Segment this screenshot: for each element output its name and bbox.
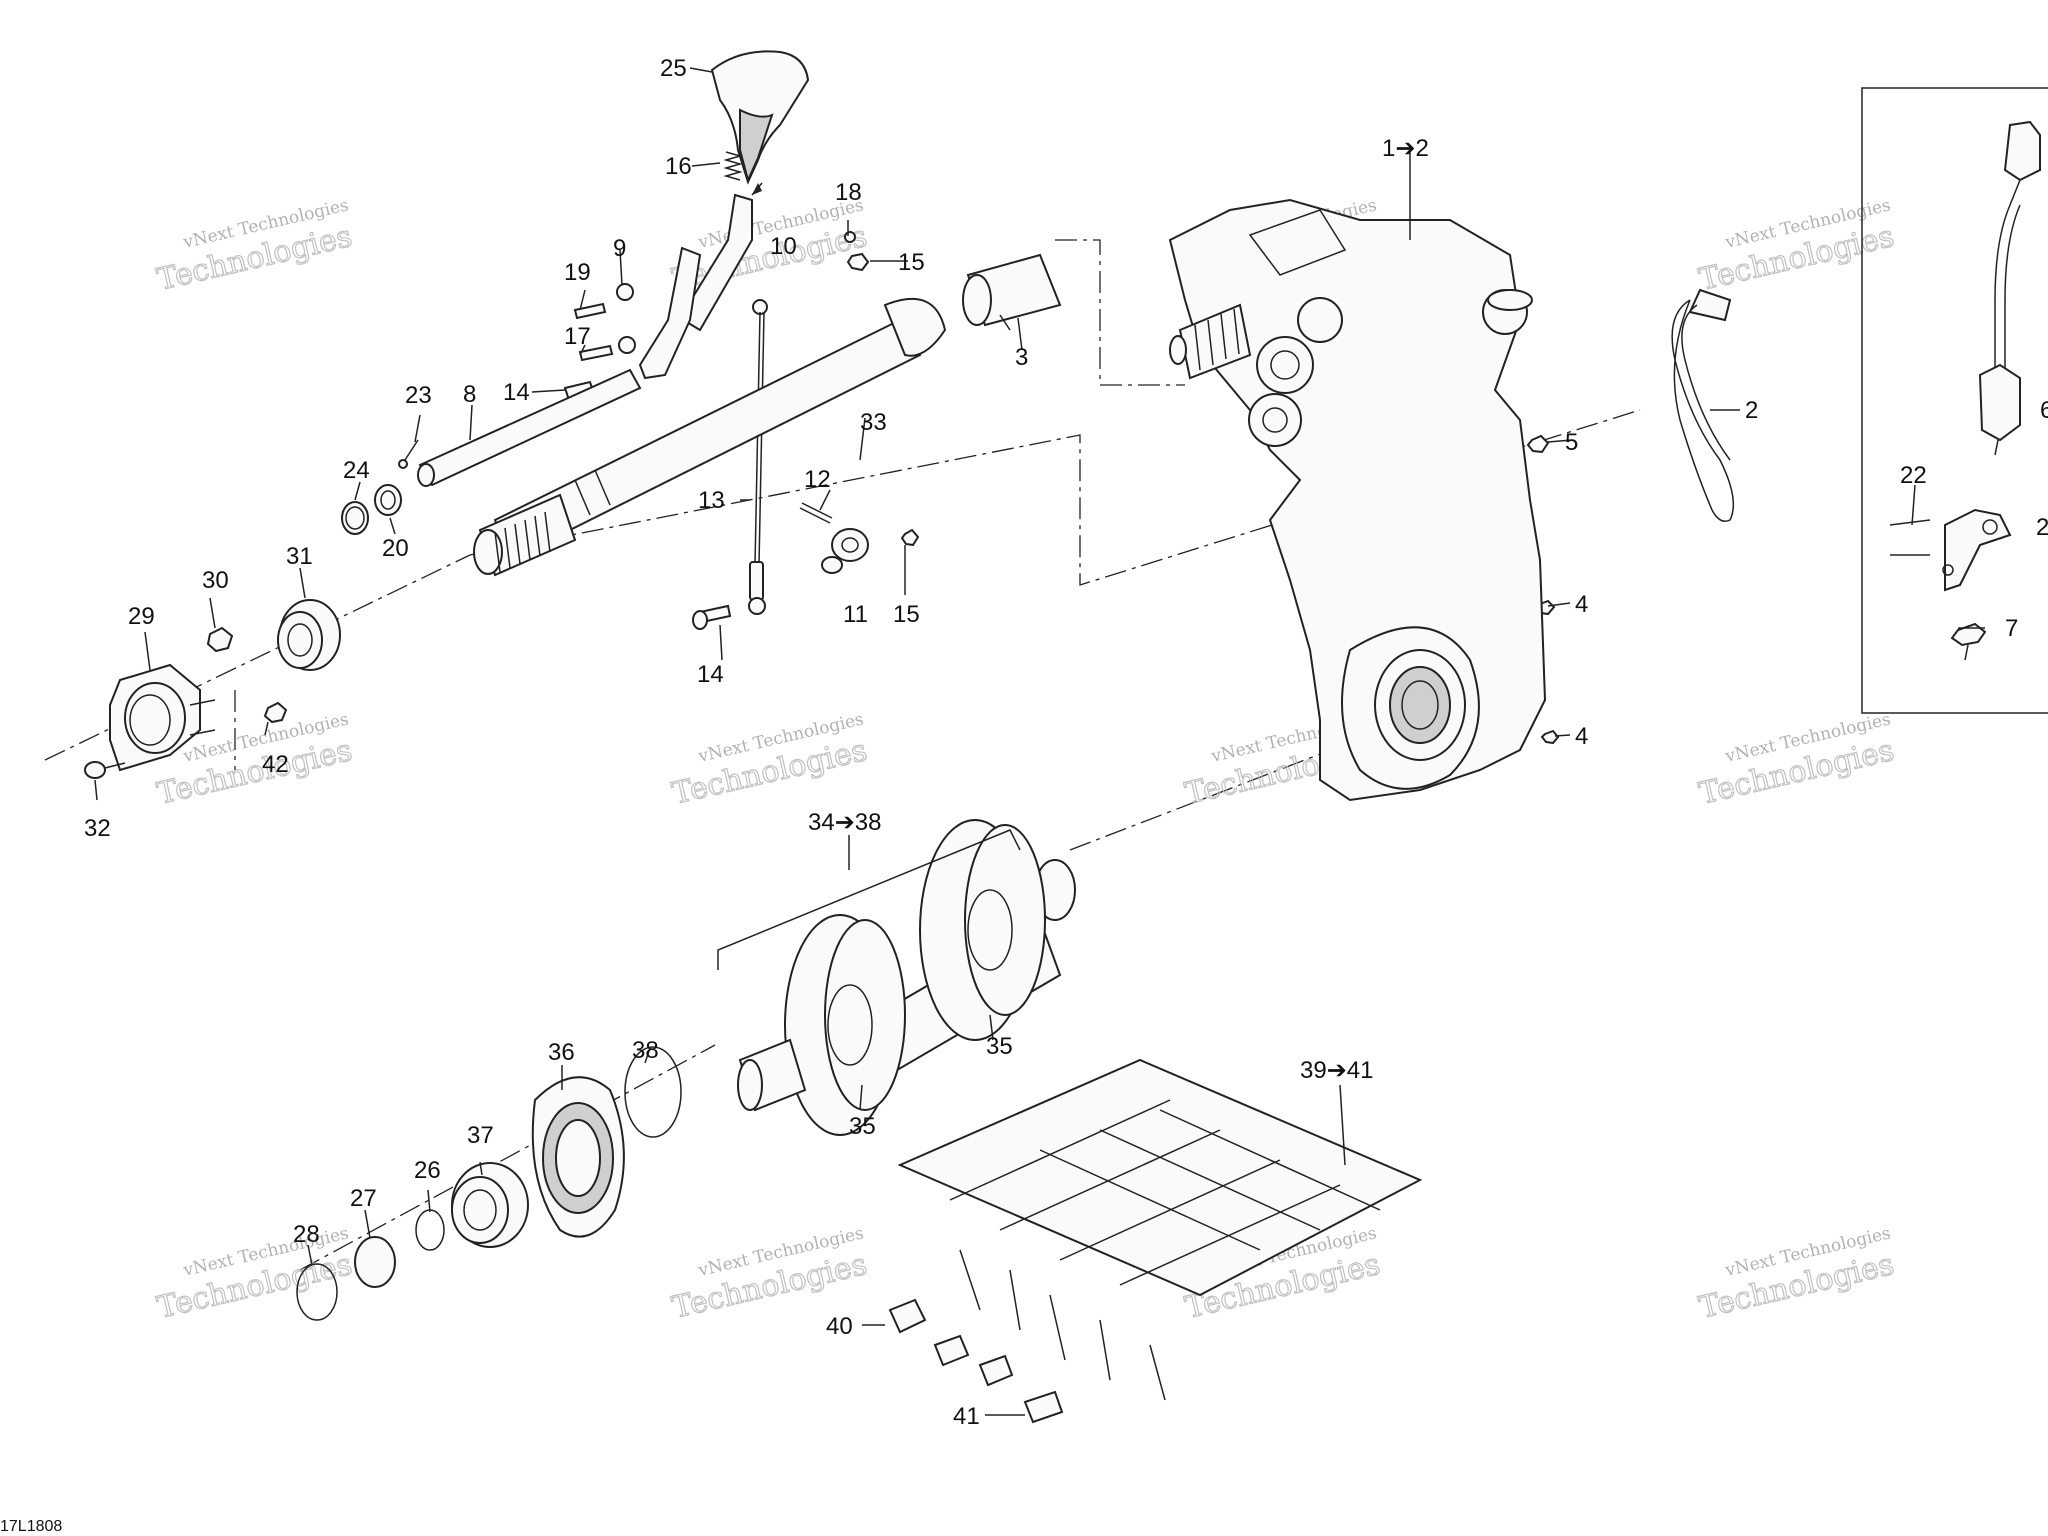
callout-27: 27 (350, 1185, 377, 1212)
callout-41: 41 (953, 1403, 980, 1430)
callout-35a: 35 (986, 1033, 1013, 1060)
callout-17: 17 (564, 323, 591, 350)
shift-rod-13 (748, 299, 768, 615)
input-shaft-spline (1169, 303, 1252, 380)
callout-19: 19 (564, 259, 591, 286)
callout-3: 3 (1015, 344, 1028, 371)
splined-end (473, 493, 577, 577)
bolt-32 (84, 761, 126, 779)
callout-24: 24 (343, 457, 370, 484)
callout-15a: 15 (898, 249, 925, 276)
callout-25: 25 (660, 55, 687, 82)
callout-12: 12 (804, 466, 831, 493)
callout-22: 22 (1900, 462, 1927, 489)
tube-8 (417, 368, 642, 487)
callout-7: 7 (2005, 615, 2018, 642)
callout-21: 2 (2036, 514, 2048, 541)
track-clip-section (897, 1058, 1423, 1401)
callout-2: 2 (1745, 397, 1758, 424)
bearing-37 (451, 1162, 529, 1248)
leader-lines (94, 67, 1985, 1416)
callout-5: 5 (1565, 429, 1578, 456)
bearing-31 (277, 599, 341, 671)
callout-13: 13 (698, 487, 725, 514)
callout-8: 8 (463, 381, 476, 408)
sprocket-left (784, 914, 906, 1136)
bearing-plate-36 (531, 1076, 625, 1238)
callout-39-41: 39➔41 (1300, 1057, 1374, 1084)
cap-27 (354, 1236, 396, 1288)
callout-14a: 14 (503, 379, 530, 406)
spring-16 (723, 151, 743, 181)
bolt-23 (398, 439, 419, 469)
callout-16: 16 (665, 153, 692, 180)
callout-38: 38 (632, 1037, 659, 1064)
callout-18: 18 (835, 179, 862, 206)
callout-42: 42 (262, 751, 289, 778)
callout-labels: 25 16 1➔2 2 3 5 4 4 6 7 2 22 8 9 10 18 1… (84, 55, 2048, 1430)
callout-40: 40 (826, 1313, 853, 1340)
shift-knob (710, 50, 810, 185)
callout-28: 28 (293, 1221, 320, 1248)
bracket-34-38 (717, 829, 1021, 970)
o-ring-38 (624, 1046, 682, 1138)
main-shaft-33 (493, 297, 947, 562)
sensor-harness-2 (1671, 288, 1735, 522)
nut-42 (263, 701, 288, 724)
shift-collar-11 (821, 528, 869, 574)
o-ring-26 (415, 1209, 445, 1251)
housing-flange-29 (109, 663, 216, 772)
callout-31: 31 (286, 543, 313, 570)
callout-11: 11 (843, 601, 868, 628)
callout-32: 32 (84, 815, 111, 842)
callout-30: 30 (202, 567, 229, 594)
callout-10: 10 (770, 233, 797, 260)
bushing-20-24 (341, 484, 402, 535)
sprocket-right (919, 819, 1046, 1041)
callout-36: 36 (548, 1039, 575, 1066)
callout-4b: 4 (1575, 723, 1588, 750)
callout-37: 37 (467, 1122, 494, 1149)
nut-30 (206, 626, 234, 653)
callout-4a: 4 (1575, 591, 1588, 618)
callout-15b: 15 (893, 601, 920, 628)
callout-1-2: 1➔2 (1382, 135, 1429, 162)
inset-box (1861, 87, 2048, 714)
sleeve-3 (962, 253, 1062, 327)
bracket-39-41 (1339, 1084, 1346, 1166)
callout-29: 29 (128, 603, 155, 630)
drawing-id-label: 17L1808 (0, 1518, 63, 1535)
chaincase-lower-cover (1341, 626, 1480, 790)
shift-lever-plate (638, 182, 763, 380)
callout-14b: 14 (697, 661, 724, 688)
callout-26: 26 (414, 1157, 441, 1184)
bolts (563, 283, 732, 630)
callout-23: 23 (405, 382, 432, 409)
callout-6: 6 (2040, 397, 2048, 424)
callout-35b: 35 (849, 1113, 876, 1140)
callout-34-38: 34➔38 (808, 809, 882, 836)
track-clips (888, 1298, 1064, 1424)
shift-pin-12 (799, 502, 833, 524)
callout-20: 20 (382, 535, 409, 562)
callout-33: 33 (860, 409, 887, 436)
axle-spline-end (737, 1038, 807, 1112)
circlip-28 (296, 1263, 338, 1321)
callout-9: 9 (613, 235, 626, 262)
